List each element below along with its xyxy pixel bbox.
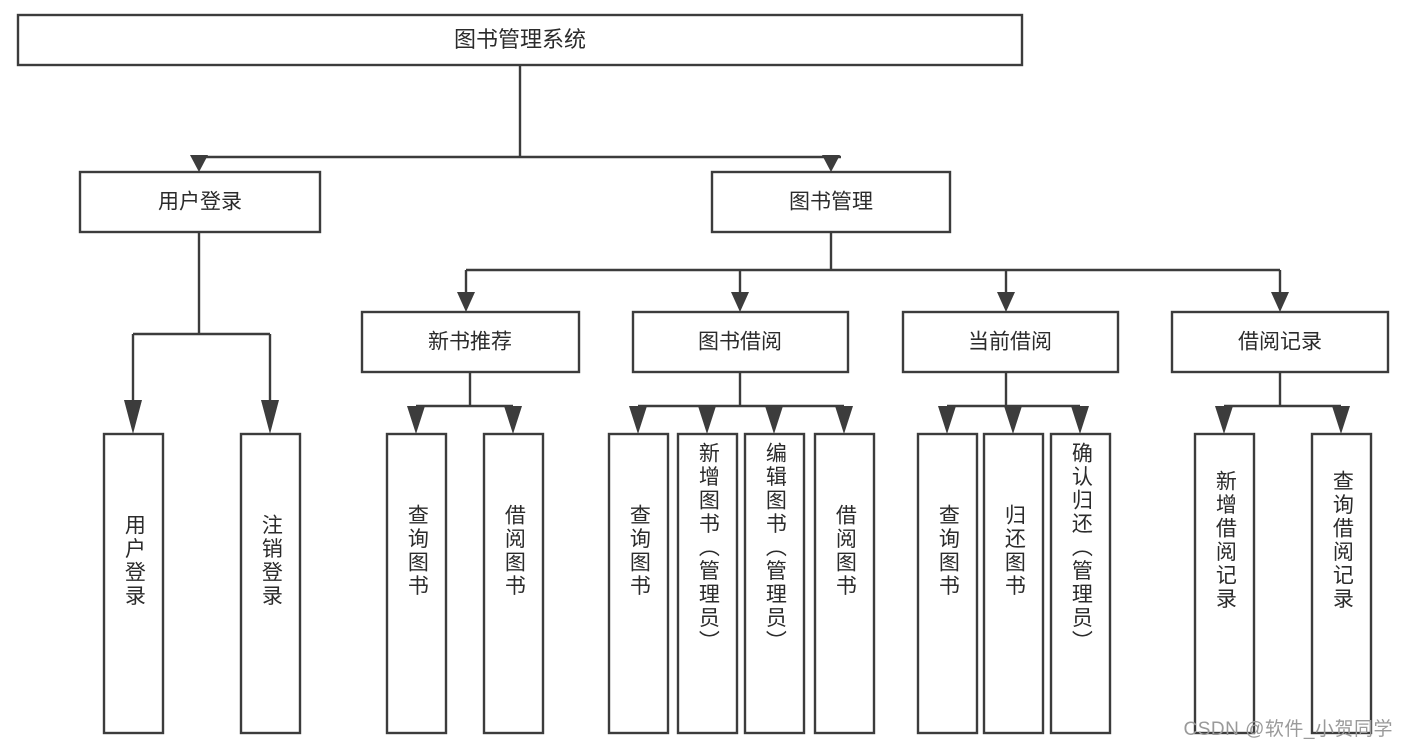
node-root-box[interactable] xyxy=(16,13,1024,67)
arrow-leaf-add-record xyxy=(1215,406,1233,434)
node-borrow-record[interactable]: 借阅记录 xyxy=(1170,310,1390,374)
leaf-query-book-1-box[interactable] xyxy=(385,432,448,735)
node-borrow-record-box[interactable] xyxy=(1170,310,1390,374)
node-user-login-label: 用户登录 xyxy=(158,191,242,214)
node-book-borrow-label: 图书借阅 xyxy=(698,331,782,354)
arrow-leaf-user-login xyxy=(124,400,142,434)
node-current-borrow[interactable]: 当前借阅 xyxy=(901,310,1120,374)
leaf-borrow-book-1-box[interactable] xyxy=(482,432,545,735)
leaf-edit-book-box[interactable] xyxy=(743,432,806,735)
leaf-confirm-return-box[interactable] xyxy=(1049,432,1112,735)
connector-layer xyxy=(124,65,1350,434)
leaf-query-book-2-box[interactable] xyxy=(607,432,670,735)
node-book-borrow-box[interactable] xyxy=(631,310,850,374)
node-new-book-rec[interactable]: 新书推荐 xyxy=(360,310,581,374)
arrow-to-book-borrow xyxy=(731,292,749,312)
leaf-user-login-box[interactable] xyxy=(102,432,165,735)
arrow-leaf-return-book xyxy=(1004,406,1022,434)
node-new-book-rec-box[interactable] xyxy=(360,310,581,374)
leaf-query-book-3-box[interactable] xyxy=(916,432,979,735)
arrow-leaf-borrow-book-2 xyxy=(835,406,853,434)
arrow-to-new-book-rec xyxy=(457,292,475,312)
leaf-add-record-box[interactable] xyxy=(1193,432,1256,735)
arrow-to-borrow-record xyxy=(1271,292,1289,312)
arrow-leaf-add-book xyxy=(698,406,716,434)
node-book-manage-box[interactable] xyxy=(710,170,952,234)
arrow-leaf-query-book-1 xyxy=(407,406,425,434)
leaf-return-book-box[interactable] xyxy=(982,432,1045,735)
node-book-manage[interactable]: 图书管理 xyxy=(710,170,952,234)
arrow-leaf-query-book-3 xyxy=(938,406,956,434)
node-current-borrow-box[interactable] xyxy=(901,310,1120,374)
arrow-to-user-login xyxy=(190,155,208,172)
node-layer: 图书管理系统 用户登录 图书管理 新书推荐 图书借阅 当前 xyxy=(16,13,1390,735)
node-book-manage-label: 图书管理 xyxy=(789,191,873,214)
leaf-borrow-book-2-box[interactable] xyxy=(813,432,876,735)
node-user-login-box[interactable] xyxy=(78,170,322,234)
node-book-borrow[interactable]: 图书借阅 xyxy=(631,310,850,374)
arrow-leaf-query-record xyxy=(1332,406,1350,434)
arrow-leaf-borrow-book-1 xyxy=(504,406,522,434)
arrow-to-book-manage xyxy=(822,155,840,172)
leaf-logout-box[interactable] xyxy=(239,432,302,735)
leaf-add-book-box[interactable] xyxy=(676,432,739,735)
node-borrow-record-label: 借阅记录 xyxy=(1238,331,1322,354)
arrow-to-current-borrow xyxy=(997,292,1015,312)
node-root-label: 图书管理系统 xyxy=(454,27,586,52)
node-root[interactable]: 图书管理系统 xyxy=(16,13,1024,67)
arrow-leaf-logout xyxy=(261,400,279,434)
arrow-leaf-edit-book xyxy=(765,406,783,434)
arrow-leaf-confirm-return xyxy=(1071,406,1089,434)
node-new-book-rec-label: 新书推荐 xyxy=(428,331,512,354)
node-current-borrow-label: 当前借阅 xyxy=(968,331,1052,354)
node-user-login[interactable]: 用户登录 xyxy=(78,170,322,234)
arrow-leaf-query-book-2 xyxy=(629,406,647,434)
leaf-query-record-box[interactable] xyxy=(1310,432,1373,735)
